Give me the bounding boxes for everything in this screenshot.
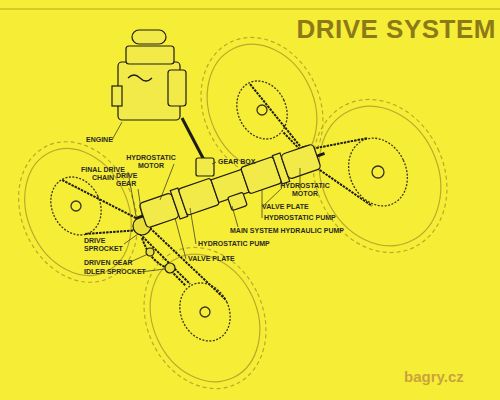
part-label: HYDROSTATIC PUMP	[198, 240, 270, 248]
part-label: IDLER SPROCKET	[84, 268, 146, 276]
watermark: bagry.cz	[404, 368, 464, 385]
part-label: DRIVE SPROCKET	[84, 237, 124, 253]
part-label: DRIVE GEAR	[116, 172, 142, 188]
part-label: VALVE PLATE	[188, 255, 235, 263]
part-label: DRIVEN GEAR	[84, 259, 133, 267]
part-label: GEAR BOX	[218, 158, 255, 166]
part-label: ENGINE	[86, 136, 113, 144]
page-title: DRIVE SYSTEM	[296, 14, 496, 45]
part-label: HYDROSTATIC MOTOR	[280, 182, 330, 198]
part-label: MAIN SYSTEM HYDRAULIC PUMP	[230, 227, 344, 235]
part-label: HYDROSTATIC MOTOR	[126, 154, 176, 170]
part-label: HYDROSTATIC PUMP	[264, 214, 336, 222]
part-label: VALVE PLATE	[262, 203, 309, 211]
